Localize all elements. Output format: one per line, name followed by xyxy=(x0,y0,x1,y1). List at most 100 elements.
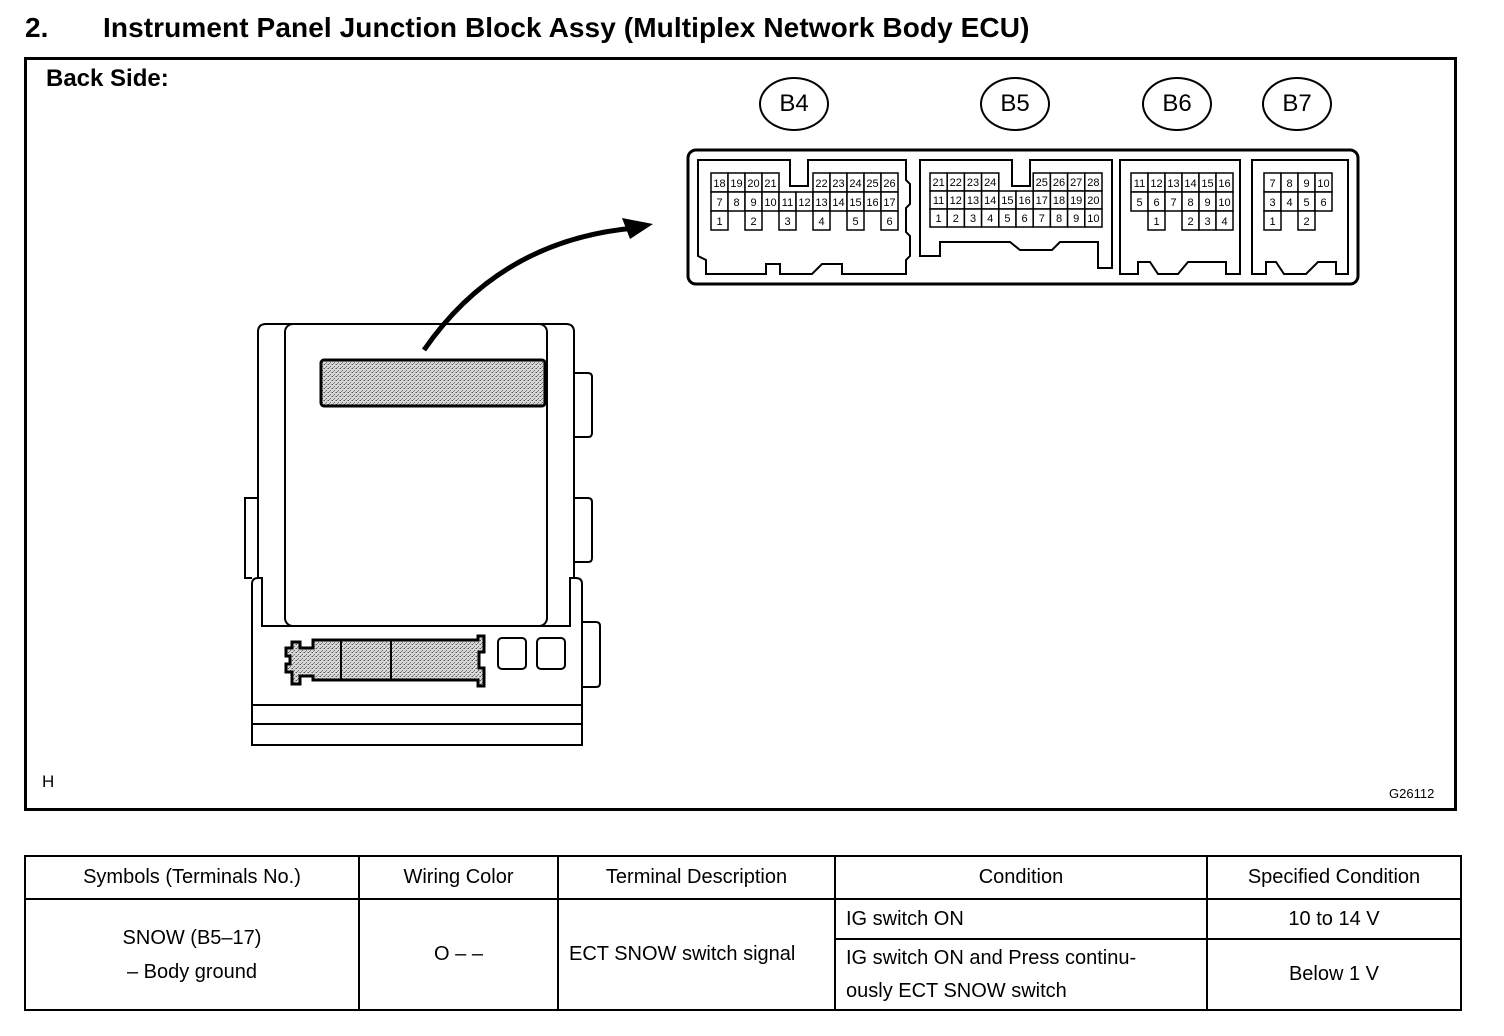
pin-label: 9 xyxy=(1303,178,1309,190)
pin-label: 9 xyxy=(1204,197,1210,209)
pin-label: 14 xyxy=(984,195,996,207)
pin-label: 8 xyxy=(1187,197,1193,209)
connector-housing xyxy=(686,148,1360,286)
pin-label: 27 xyxy=(1070,177,1082,189)
pin-label: 15 xyxy=(1201,178,1213,190)
connector-id: B7 xyxy=(1282,90,1312,117)
pin-label: 18 xyxy=(1053,195,1065,207)
pin-label: 21 xyxy=(932,177,944,189)
connector-badge-b5: B5 xyxy=(980,77,1050,131)
pin-label: 21 xyxy=(764,178,776,190)
pin-label: 13 xyxy=(1167,178,1179,190)
pin-label: 3 xyxy=(970,213,976,225)
pin-label: 5 xyxy=(1004,213,1010,225)
pin-label: 6 xyxy=(1022,213,1028,225)
pin-label: 4 xyxy=(1221,216,1227,228)
pin-label: 20 xyxy=(747,178,759,190)
pin-label: 13 xyxy=(967,195,979,207)
pin-label: 2 xyxy=(953,213,959,225)
pin-cell xyxy=(1084,208,1103,228)
cell-condition: IG switch ON xyxy=(834,898,1208,940)
pin-label: 26 xyxy=(883,178,895,190)
pin-cell xyxy=(1147,210,1166,231)
pin-cell xyxy=(1314,191,1333,212)
pin-cell xyxy=(744,210,763,231)
lower-connector-highlight xyxy=(284,634,486,688)
pin-label: 2 xyxy=(1187,216,1193,228)
pin-label: 28 xyxy=(1087,177,1099,189)
pin-label: 8 xyxy=(1286,178,1292,190)
pin-label: 16 xyxy=(866,197,878,209)
header-terminal-description: Terminal Description xyxy=(557,855,836,900)
pin-label: 2 xyxy=(1303,216,1309,228)
symbol-ground: – Body ground xyxy=(126,960,258,983)
pin-label: 3 xyxy=(1269,197,1275,209)
pin-label: 24 xyxy=(984,177,996,189)
pin-cell xyxy=(880,210,899,231)
pin-label: 13 xyxy=(815,197,827,209)
pin-cell xyxy=(778,210,797,231)
pin-label: 5 xyxy=(1303,197,1309,209)
pointer-arrow xyxy=(421,218,653,352)
pin-label: 10 xyxy=(1317,178,1329,190)
pin-cell xyxy=(846,210,865,231)
pin-label: 23 xyxy=(967,177,979,189)
pin-label: 7 xyxy=(716,197,722,209)
connector-badge-b4: B4 xyxy=(759,77,829,131)
connector-id: B6 xyxy=(1162,90,1192,117)
pin-label: 3 xyxy=(1204,216,1210,228)
condition-line: IG switch ON and Press continu- xyxy=(846,946,1137,969)
pin-label: 14 xyxy=(1184,178,1196,190)
header-wiring-color: Wiring Color xyxy=(358,855,559,900)
table-header-row: Symbols (Terminals No.) Wiring Color Ter… xyxy=(24,855,1462,900)
page-title: Instrument Panel Junction Block Assy (Mu… xyxy=(103,12,1030,43)
figure-id: G26112 xyxy=(1389,786,1435,801)
pin-label: 4 xyxy=(1286,197,1292,209)
pin-label: 12 xyxy=(798,197,810,209)
corner-mark: H xyxy=(42,772,55,791)
pin-label: 7 xyxy=(1170,197,1176,209)
pin-label: 23 xyxy=(832,178,844,190)
pin-label: 16 xyxy=(1018,195,1030,207)
pin-cell xyxy=(710,210,729,231)
pin-cell xyxy=(1297,210,1316,231)
pin-label: 22 xyxy=(815,178,827,190)
pin-label: 12 xyxy=(1150,178,1162,190)
pin-label: 25 xyxy=(1036,177,1048,189)
pin-label: 17 xyxy=(1036,195,1048,207)
pin-label: 16 xyxy=(1218,178,1230,190)
pin-label: 12 xyxy=(950,195,962,207)
pin-label: 8 xyxy=(1056,213,1062,225)
connector-badge-b6: B6 xyxy=(1142,77,1212,131)
pin-cell xyxy=(1263,210,1282,231)
pin-label: 14 xyxy=(832,197,844,209)
connector-id: B4 xyxy=(779,90,809,117)
pin-label: 1 xyxy=(1269,216,1275,228)
pin-label: 19 xyxy=(1070,195,1082,207)
view-label: Back Side: xyxy=(46,65,169,92)
pin-label: 24 xyxy=(849,178,861,190)
pin-label: 5 xyxy=(852,216,858,228)
connector-id: B5 xyxy=(1000,90,1030,117)
cell-wiring-color: O – – xyxy=(358,898,559,1011)
pin-label: 1 xyxy=(716,216,722,228)
pin-label: 26 xyxy=(1053,177,1065,189)
pin-label: 10 xyxy=(1087,213,1099,225)
pin-label: 4 xyxy=(818,216,824,228)
connector-area-highlight xyxy=(319,358,547,408)
pin-label: 5 xyxy=(1136,197,1142,209)
pin-label: 10 xyxy=(1218,197,1230,209)
pin-label: 18 xyxy=(713,178,725,190)
pin-label: 6 xyxy=(886,216,892,228)
pin-label: 6 xyxy=(1153,197,1159,209)
pin-label: 15 xyxy=(1001,195,1013,207)
cell-condition: IG switch ON and Press continu- ously EC… xyxy=(834,938,1208,1011)
pin-label: 11 xyxy=(782,197,793,209)
diagram-frame xyxy=(24,57,1457,811)
table-row: SNOW (B5–17) – Body ground O – – ECT SNO… xyxy=(24,898,1462,1011)
pin-cell xyxy=(812,210,831,231)
pin-label: 11 xyxy=(1134,178,1145,190)
cell-specified: 10 to 14 V xyxy=(1206,898,1462,940)
